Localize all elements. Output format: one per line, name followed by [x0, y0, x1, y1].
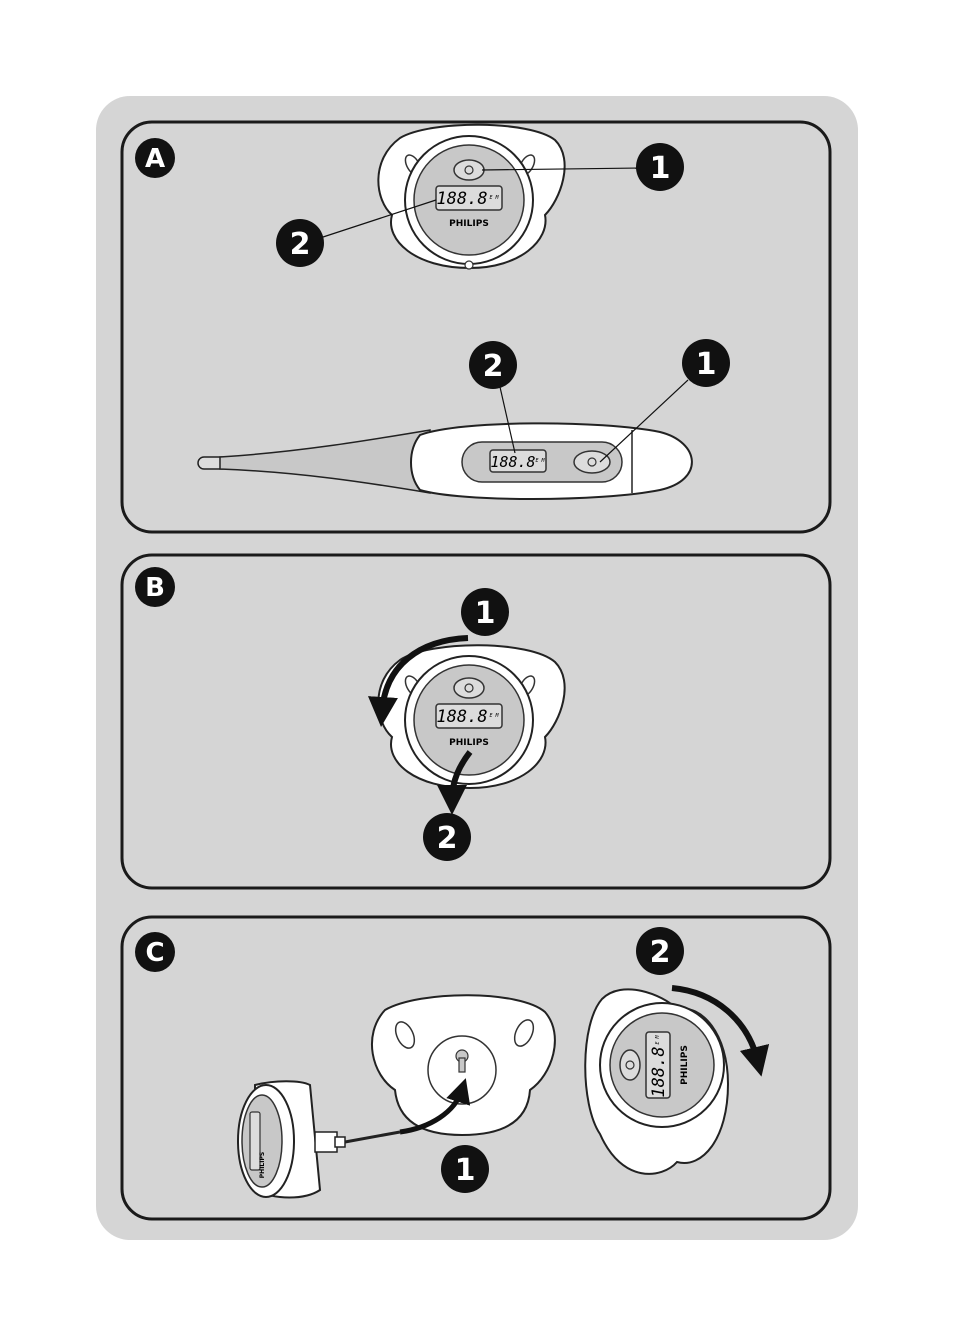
callout-label: 2 [650, 935, 671, 970]
panel-a-letter-badge: A [135, 138, 175, 178]
lcd-reading: 188.8 [490, 453, 535, 471]
pacifier-shield [371, 994, 556, 1137]
panel-b-letter: B [145, 573, 165, 603]
brand-label: PHILIPS [449, 219, 489, 229]
lcd-units: E M [489, 713, 499, 719]
lcd-reading: 188.8 [436, 189, 487, 209]
callout-label: 2 [483, 349, 504, 384]
callout-1-badge: 1 [461, 588, 509, 636]
power-button[interactable] [453, 159, 485, 181]
lcd-units: E M [535, 458, 545, 464]
brand-label: PHILIPS [449, 738, 489, 748]
panel-c: C PHILIPS [120, 915, 832, 1221]
callout-label: 1 [475, 596, 496, 631]
pacifier-icon [625, 1060, 635, 1070]
callout-label: 2 [290, 227, 311, 262]
panel-b: B 188.8 E M PHILIPS 1 2 [120, 553, 832, 890]
lcd-display [435, 185, 503, 211]
pacifier-icon [464, 683, 474, 693]
callout-label: 1 [650, 151, 671, 186]
panel-c-frame [120, 915, 832, 1221]
pacifier-thermometer: 188.8 E M PHILIPS [584, 988, 730, 1175]
panel-a: A 188.8 E M PHILIPS 1 2 [120, 120, 832, 534]
callout-2-badge: 2 [469, 341, 517, 389]
rotate-arrow [671, 985, 770, 1077]
panel-b-letter-badge: B [135, 567, 175, 607]
pacifier-thermometer: 188.8 E M PHILIPS [377, 123, 566, 270]
lcd-units: E M [489, 195, 499, 201]
power-button[interactable] [573, 450, 611, 474]
lcd-reading: 188.8 [436, 707, 487, 727]
pull-arrow [437, 750, 473, 815]
power-button[interactable] [453, 677, 485, 699]
insert-arrow [399, 1078, 471, 1135]
callout-1-badge: 1 [441, 1145, 489, 1193]
callout-2-badge: 2 [276, 219, 324, 267]
callout-label: 1 [696, 347, 717, 382]
callout-2-badge: 2 [636, 927, 684, 975]
lcd-display [489, 449, 547, 473]
panel-b-frame [120, 553, 832, 890]
lcd-display [645, 1031, 671, 1099]
rotate-arrow [367, 635, 469, 727]
callout-label: 2 [437, 821, 458, 856]
panel-c-letter-badge: C [135, 932, 175, 972]
lcd-display [435, 703, 503, 729]
panel-a-letter: A [145, 144, 165, 174]
callout-1-badge: 1 [636, 143, 684, 191]
pacifier-thermometer: 188.8 E M PHILIPS [377, 644, 566, 790]
pacifier-icon [464, 165, 474, 175]
lcd-units: E M [655, 1034, 661, 1044]
sensor-module: PHILIPS [237, 1080, 401, 1199]
panel-a-frame [120, 120, 832, 534]
panel-c-letter: C [145, 938, 164, 968]
brand-label: PHILIPS [259, 1152, 266, 1178]
brand-label: PHILIPS [680, 1045, 690, 1085]
pacifier-icon [587, 457, 597, 467]
lcd-reading: 188.8 [649, 1046, 669, 1097]
callout-label: 1 [455, 1153, 476, 1188]
callout-1-badge: 1 [682, 339, 730, 387]
power-button[interactable] [619, 1049, 641, 1081]
callout-2-badge: 2 [423, 813, 471, 861]
